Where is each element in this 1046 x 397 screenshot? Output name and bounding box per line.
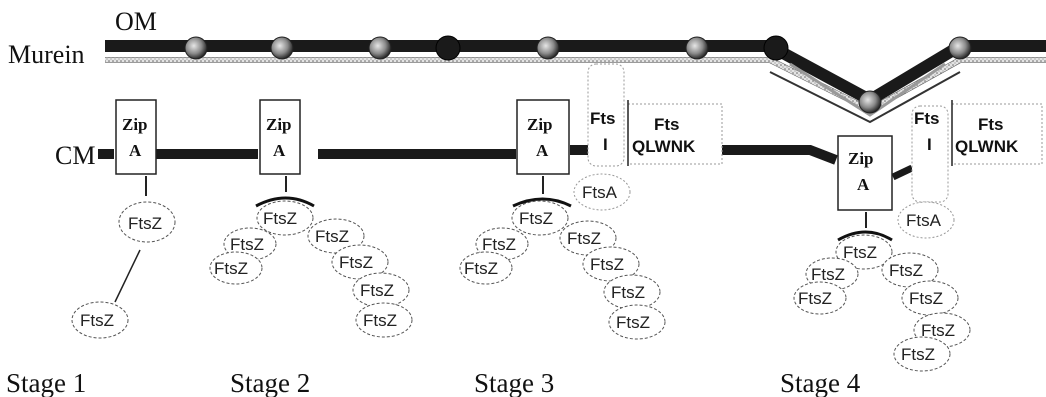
ftsqlwnk-label-line2: QLWNK	[632, 137, 696, 156]
ftsz-label: FtsZ	[590, 255, 624, 274]
stage-4-complex: Zip A Fts I Fts QLWNK FtsA FtsZ FtsZ Fts…	[794, 100, 1042, 371]
ftsi-label-line1: Fts	[590, 109, 616, 128]
ftsi-label-line1: Fts	[914, 109, 940, 128]
stage-3-complex: Zip A Fts I Fts QLWNK FtsA FtsZ FtsZ Fts…	[460, 64, 722, 339]
murein-node	[271, 37, 293, 59]
murein-node	[369, 37, 391, 59]
ftsz-label: FtsZ	[889, 261, 923, 280]
murein-node	[764, 36, 788, 60]
ftsz-label: FtsZ	[214, 259, 248, 278]
ftsz-label: FtsZ	[128, 214, 162, 233]
ftsqlwnk-label-line1: Fts	[654, 115, 680, 134]
ftsz-label: FtsZ	[519, 209, 553, 228]
ftsz-label: FtsZ	[843, 243, 877, 262]
zipa-label-line1: Zip	[848, 149, 874, 168]
ftsz-label: FtsZ	[339, 253, 373, 272]
cytoplasmic-membrane	[98, 150, 912, 177]
ftsz-label: FtsZ	[464, 259, 498, 278]
ftsz-label: FtsZ	[616, 313, 650, 332]
murein-node	[436, 36, 460, 60]
stage-3-label: Stage 3	[474, 368, 554, 397]
ftsqlwnk-label-line2: QLWNK	[955, 137, 1019, 156]
zipa-label-line1: Zip	[266, 115, 292, 134]
ftsi-label-line2: I	[927, 135, 932, 154]
murein-node	[949, 37, 971, 59]
stage-4-label: Stage 4	[780, 368, 861, 397]
murein-label: Murein	[8, 40, 85, 69]
zipa-label-line1: Zip	[527, 115, 553, 134]
zipa-box	[517, 100, 569, 174]
stage-1-label: Stage 1	[6, 368, 86, 397]
cm-label: CM	[55, 141, 95, 170]
ftsz-label: FtsZ	[811, 265, 845, 284]
ftsz-label: FtsZ	[363, 311, 397, 330]
ftsz-label: FtsZ	[80, 311, 114, 330]
om-label: OM	[115, 7, 157, 36]
zipa-label-line1: Zip	[122, 115, 148, 134]
outer-membrane	[105, 46, 1046, 122]
zipa-box	[838, 136, 892, 210]
stage-2-complex: Zip A FtsZ FtsZ FtsZ FtsZ FtsZ FtsZ FtsZ	[210, 100, 412, 337]
ftsz-label: FtsZ	[567, 229, 601, 248]
ftsz-label: FtsZ	[901, 345, 935, 364]
zipa-box	[260, 100, 300, 174]
ftsz-label: FtsZ	[909, 289, 943, 308]
zipa-label-line2: A	[857, 175, 870, 194]
ftsi-label-line2: I	[603, 135, 608, 154]
zipa-label-line2: A	[536, 141, 549, 160]
ftsz-label: FtsZ	[798, 289, 832, 308]
zipa-box	[116, 100, 156, 174]
zipa-label-line2: A	[273, 141, 286, 160]
ftsz-label: FtsZ	[230, 235, 264, 254]
zipa-label-line2: A	[129, 141, 142, 160]
ftsz-label: FtsZ	[360, 281, 394, 300]
ftsz-label: FtsZ	[611, 283, 645, 302]
murein-node	[185, 37, 207, 59]
stage-2-label: Stage 2	[230, 368, 310, 397]
murein-node	[686, 37, 708, 59]
ftsz-label: FtsZ	[482, 235, 516, 254]
ftsqlwnk-label-line1: Fts	[978, 115, 1004, 134]
ftsz-label: FtsZ	[263, 209, 297, 228]
ftsa-label: FtsA	[906, 211, 942, 230]
murein-node	[537, 37, 559, 59]
ftsz-label: FtsZ	[315, 227, 349, 246]
stage-1-complex: Zip A FtsZ FtsZ	[72, 100, 175, 338]
ftsa-label: FtsA	[582, 183, 618, 202]
murein-node	[859, 91, 881, 113]
